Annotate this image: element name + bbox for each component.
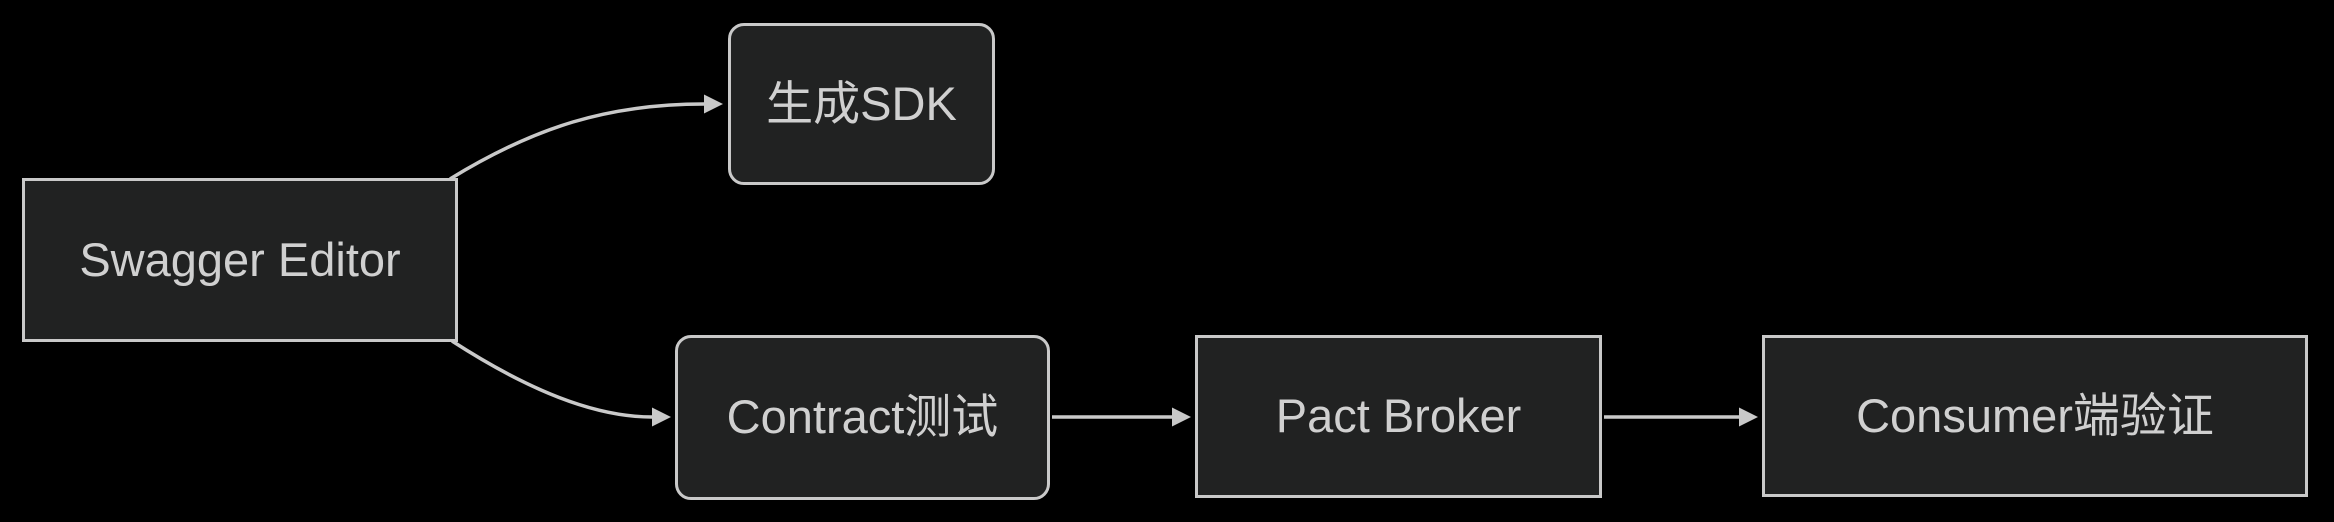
node-contract-test-label: Contract测试 [726, 390, 999, 444]
node-pact-broker-label: Pact Broker [1275, 389, 1522, 443]
edge-swagger-editor-to-contract-test [451, 339, 671, 427]
node-consumer-verification-label: Consumer端验证 [1856, 388, 2214, 442]
edge-swagger-editor-to-generate-sdk [449, 94, 723, 181]
node-generate-sdk-label: 生成SDK [766, 76, 957, 130]
node-contract-test: Contract测试 [675, 335, 1050, 500]
node-swagger-editor-label: Swagger Editor [79, 232, 401, 286]
node-generate-sdk: 生成SDK [728, 23, 995, 185]
node-pact-broker: Pact Broker [1195, 335, 1602, 498]
node-consumer-verification: Consumer端验证 [1762, 335, 2308, 497]
node-swagger-editor: Swagger Editor [22, 178, 458, 342]
